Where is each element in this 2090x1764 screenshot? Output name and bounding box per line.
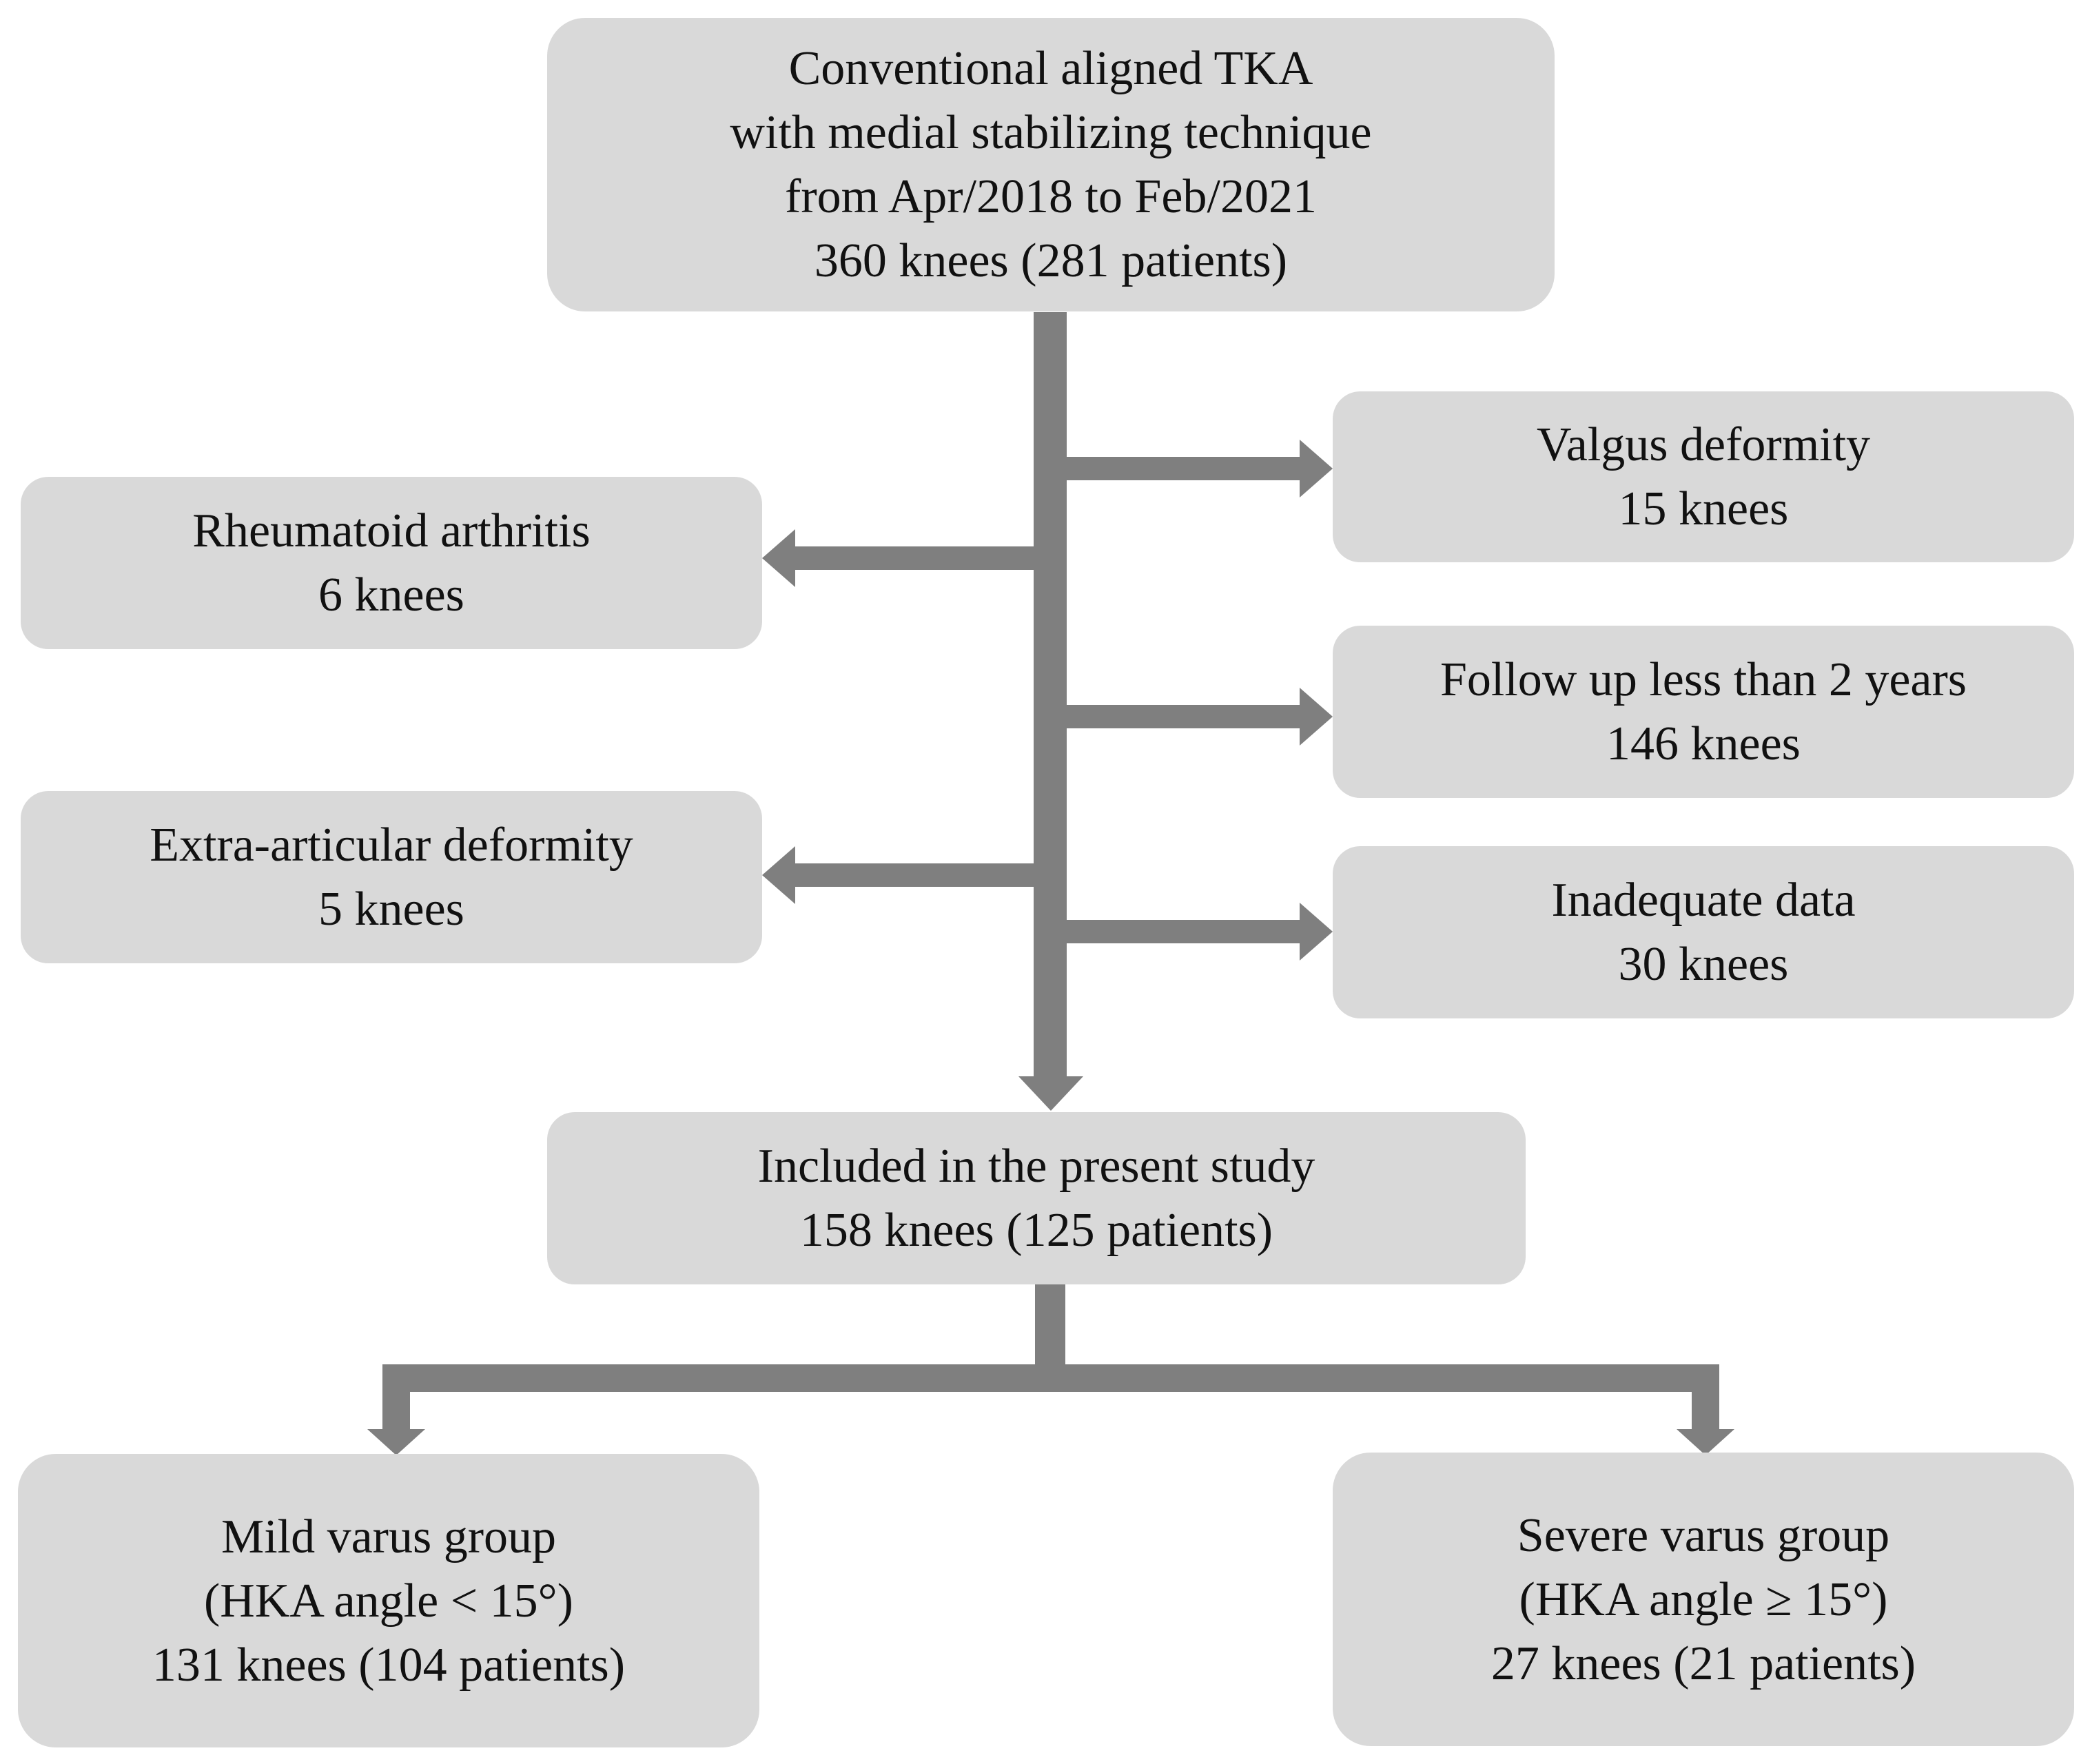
branch-followup-line: [1067, 705, 1301, 728]
split-right-drop-line: [1692, 1364, 1719, 1432]
mild-label: Mild varus group: [221, 1510, 557, 1563]
box-valgus-deformity: Valgus deformity 15 knees: [1333, 391, 2074, 562]
inadequate-count: 30 knees: [1618, 938, 1789, 991]
mild-criterion: (HKA angle < 15°): [204, 1574, 573, 1628]
branch-valgus-line: [1067, 457, 1301, 480]
source-line-4: 360 knees (281 patients): [814, 234, 1288, 287]
arrow-to-included: [1018, 1076, 1083, 1111]
box-inadequate-data: Inadequate data 30 knees: [1333, 846, 2074, 1018]
box-rheumatoid-arthritis: Rheumatoid arthritis 6 knees: [21, 477, 762, 649]
arrow-to-followup: [1300, 688, 1333, 746]
box-source-cohort: Conventional aligned TKA with medial sta…: [547, 18, 1555, 311]
branch-inadequate-line: [1067, 920, 1301, 943]
split-left-drop-line: [382, 1364, 410, 1432]
box-included-study: Included in the present study 158 knees …: [547, 1112, 1526, 1284]
rheumatoid-count: 6 knees: [318, 568, 464, 622]
included-count: 158 knees (125 patients): [799, 1204, 1273, 1257]
followup-label: Follow up less than 2 years: [1440, 653, 1967, 706]
severe-count: 27 knees (21 patients): [1490, 1637, 1916, 1690]
valgus-count: 15 knees: [1618, 482, 1789, 535]
mild-count: 131 knees (104 patients): [152, 1638, 626, 1692]
source-line-1: Conventional aligned TKA: [788, 42, 1313, 95]
extra-articular-label: Extra-articular deformity: [150, 819, 633, 872]
source-line-3: from Apr/2018 to Feb/2021: [785, 170, 1317, 223]
extra-articular-count: 5 knees: [318, 883, 464, 936]
box-extra-articular-deformity: Extra-articular deformity 5 knees: [21, 791, 762, 963]
split-stem-line: [1035, 1284, 1065, 1367]
arrow-to-mild: [367, 1429, 425, 1455]
box-severe-varus-group: Severe varus group (HKA angle ≥ 15°) 27 …: [1333, 1453, 2074, 1746]
arrow-to-valgus: [1300, 440, 1333, 498]
arrow-to-severe: [1677, 1429, 1734, 1455]
box-mild-varus-group: Mild varus group (HKA angle < 15°) 131 k…: [18, 1454, 759, 1747]
rheumatoid-label: Rheumatoid arthritis: [192, 504, 591, 557]
source-line-2: with medial stabilizing technique: [730, 106, 1372, 159]
inadequate-label: Inadequate data: [1551, 874, 1856, 927]
followup-count: 146 knees: [1606, 717, 1801, 770]
branch-extra-articular-line: [794, 863, 1035, 887]
split-horizontal-line: [382, 1364, 1719, 1392]
arrow-to-rheumatoid: [762, 529, 795, 587]
severe-label: Severe varus group: [1517, 1508, 1890, 1562]
box-follow-up: Follow up less than 2 years 146 knees: [1333, 626, 2074, 798]
severe-criterion: (HKA angle ≥ 15°): [1519, 1572, 1888, 1626]
branch-rheumatoid-line: [794, 546, 1035, 570]
valgus-label: Valgus deformity: [1536, 418, 1871, 471]
arrow-to-extra-articular: [762, 846, 795, 904]
included-label: Included in the present study: [757, 1140, 1315, 1193]
arrow-to-inadequate: [1300, 903, 1333, 961]
main-trunk-line: [1034, 312, 1067, 1078]
